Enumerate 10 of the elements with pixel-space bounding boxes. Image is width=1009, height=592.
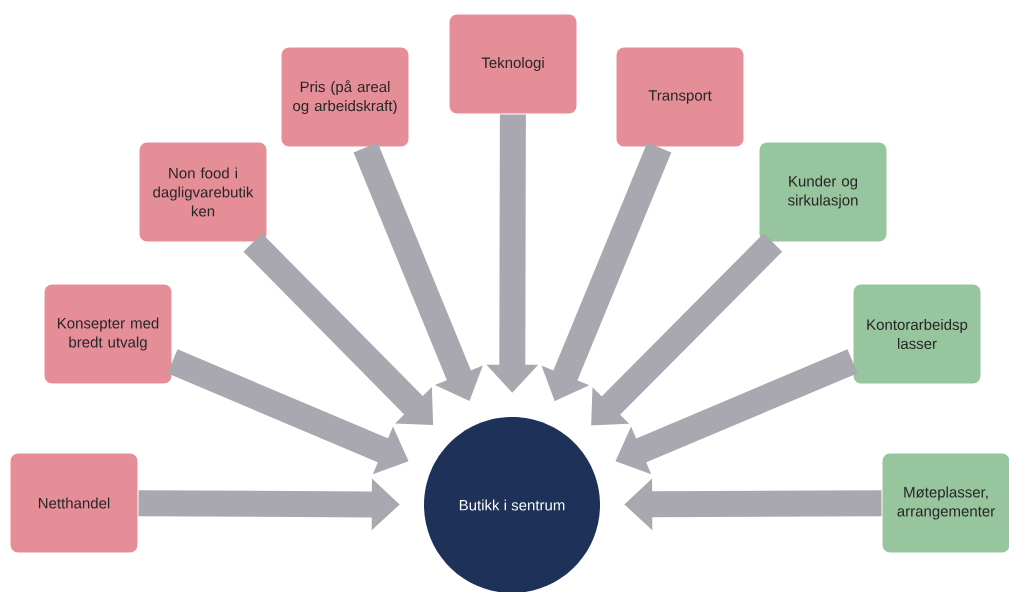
topic-box: Teknologi bbox=[448, 13, 578, 115]
topic-box: Konsepter med bredt utvalg bbox=[43, 283, 173, 385]
topic-box: Kunder og sirkulasjon bbox=[758, 141, 888, 243]
topic-box: Pris (på areal og arbeidskraft) bbox=[280, 46, 410, 148]
topic-box: Møteplasser, arrangementer bbox=[881, 452, 1009, 554]
topic-box: Transport bbox=[615, 46, 745, 148]
topic-box: Netthandel bbox=[9, 452, 139, 554]
block-arrow bbox=[591, 233, 783, 426]
topic-box: Non food i dagligvarebutik ken bbox=[138, 141, 268, 243]
topic-box: Kontorarbeidsp lasser bbox=[852, 283, 982, 385]
